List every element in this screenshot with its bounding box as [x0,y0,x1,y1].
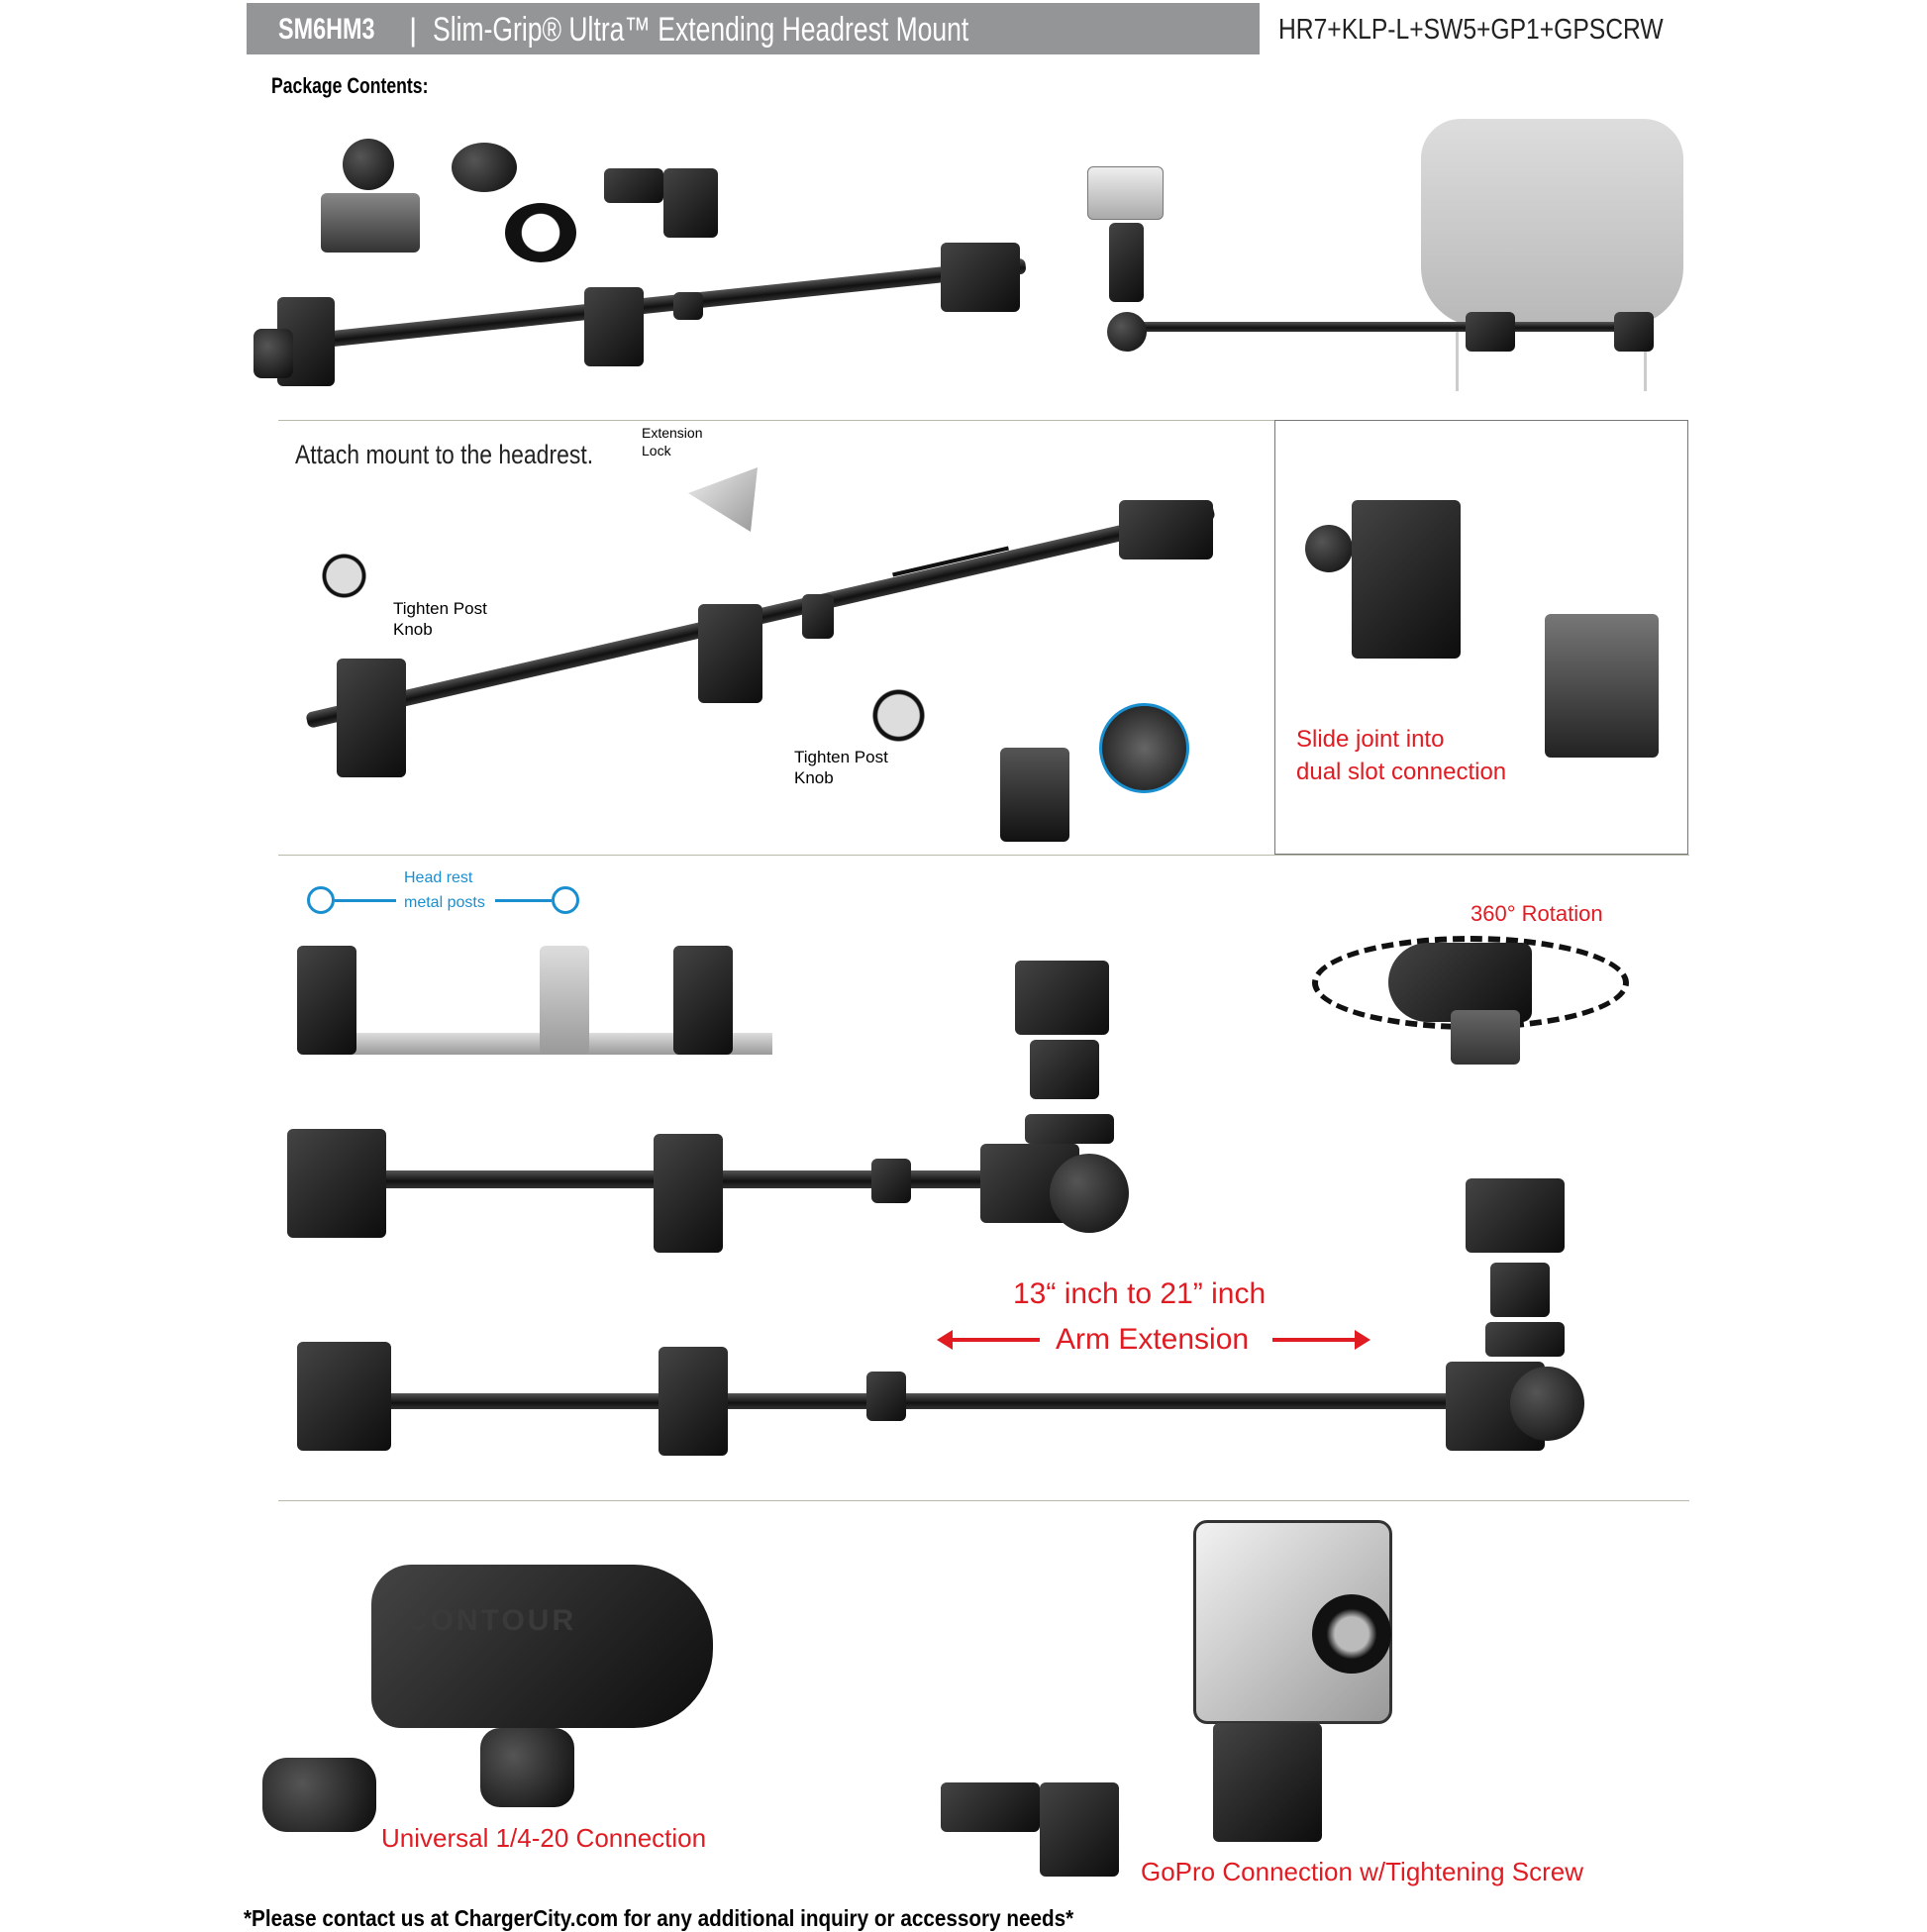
rotation-diagram [1307,931,1634,1079]
short-arm-image [257,951,1149,1253]
section-divider [278,1500,1689,1501]
model-number: SM6HM3 [278,13,375,46]
tighten-knob-label-1: Tighten Post Knob [393,598,487,640]
header-bar: SM6HM3 | Slim-Grip® Ultra™ Extending Hea… [247,3,1260,54]
product-title: Slim-Grip® Ultra™ Extending Headrest Mou… [433,11,969,49]
label-line: Head rest [404,869,473,886]
extension-range-label: 13“ inch to 21” inch [1013,1277,1267,1310]
extended-arm-image [277,1173,1604,1471]
gopro-connection-label: GoPro Connection w/Tightening Screw [1141,1857,1584,1886]
arm-extension-label: Arm Extension [1056,1323,1250,1356]
header-separator: | [409,12,418,48]
package-contents-label: Package Contents: [271,73,429,98]
slide-joint-label: Slide joint into dual slot connection [1296,723,1506,788]
section-divider [278,855,1689,856]
attach-diagram [287,467,1277,852]
label-line: Slide joint into [1296,726,1445,753]
label-line: Lock [642,443,671,458]
ball-joint-image [1297,495,1673,772]
rotation-label: 360° Rotation [1471,901,1603,926]
section-divider [278,420,1274,421]
label-line: Knob [794,768,834,787]
footer-contact: *Please contact us at ChargerCity.com fo… [244,1905,1074,1931]
camera-brand: CONTOUR [406,1604,577,1637]
label-line: dual slot connection [1296,759,1507,785]
package-contents-image [248,109,1683,396]
extension-lock-label: Extension Lock [642,424,702,459]
headrest-posts-diagram [257,866,772,1065]
arrow-right-icon [1272,1330,1370,1350]
slide-joint-panel [1274,420,1688,855]
label-line: metal posts [404,894,485,911]
label-line: Tighten Post [393,599,487,618]
label-line: Tighten Post [794,748,888,766]
attach-instruction: Attach mount to the headrest. [295,440,594,469]
kit-code: HR7+KLP-L+SW5+GP1+GPSCRW [1278,14,1664,46]
tighten-knob-label-2: Tighten Post Knob [794,747,888,788]
contour-camera-image: CONTOUR [257,1545,733,1832]
gopro-camera-image [936,1515,1431,1877]
headrest-posts-label: Head rest metal posts [404,865,485,915]
label-line: Knob [393,620,433,639]
universal-connection-label: Universal 1/4-20 Connection [381,1823,707,1853]
arrow-left-icon [937,1330,1040,1350]
label-line: Extension [642,425,703,441]
